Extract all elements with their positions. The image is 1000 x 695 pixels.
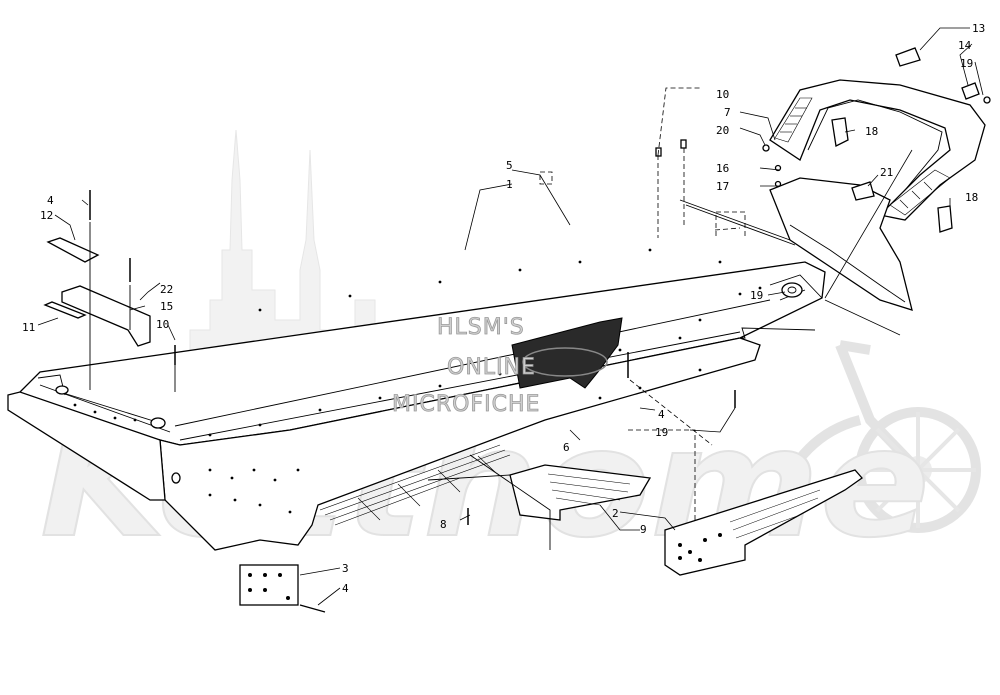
callout-19-mid: 19 [655, 426, 668, 439]
callout-22: 22 [160, 283, 173, 296]
leader-lines [37, 27, 984, 606]
callout-15: 15 [160, 300, 173, 313]
plate-12 [46, 237, 100, 263]
step-bracket-lines [427, 454, 551, 550]
decal-13 [895, 47, 921, 67]
watermark-badge [511, 317, 623, 389]
bolt-20 [762, 144, 770, 152]
rear-bumper-inner [807, 99, 943, 191]
rear-support-plate [664, 469, 863, 576]
clip-5 [539, 171, 553, 185]
step-assembly [427, 454, 652, 550]
step-grip [547, 473, 631, 506]
callout-17: 17 [716, 180, 729, 193]
callout-19-upper: 19 [960, 57, 973, 70]
support-plate-grip [729, 489, 821, 539]
rear-bumper-frame [769, 79, 986, 221]
rivet-holes [73, 248, 762, 514]
callout-1: 1 [506, 178, 513, 191]
tunnel-ridge [59, 299, 771, 427]
callout-6: 6 [563, 441, 570, 454]
callout-11: 11 [22, 321, 35, 334]
rear-flap-fold [789, 224, 906, 303]
callout-18-upper: 18 [865, 125, 878, 138]
callout-10-front: 10 [156, 318, 169, 331]
bushing-19 [781, 282, 803, 298]
support-plate-2 [664, 469, 863, 576]
callout-3: 3 [342, 562, 349, 575]
tunnel-side-panel [159, 337, 761, 551]
bracket-18-lower [937, 205, 953, 233]
callout-12: 12 [40, 209, 53, 222]
callout-13: 13 [972, 22, 985, 35]
wheel-spokes [860, 412, 976, 528]
bushing-19-inner [787, 286, 797, 294]
tunnel-front-flap [7, 391, 166, 501]
callout-9: 9 [640, 523, 647, 536]
watermark-line-3: MICROFICHE [392, 392, 540, 417]
support-plate-holes [678, 533, 722, 562]
watermark-line-2: ONLINE [447, 355, 536, 380]
callout-4-mid: 4 [658, 408, 665, 421]
front-boss [150, 417, 166, 429]
callout-18-lower: 18 [965, 191, 978, 204]
callouts: 1 2 3 4 4 4 5 6 7 8 9 10 10 11 12 13 14 … [22, 22, 985, 595]
callout-7: 7 [724, 106, 731, 119]
plate-14 [961, 82, 980, 100]
bolt-16 [774, 164, 782, 172]
callout-21: 21 [880, 166, 893, 179]
side-grip-pattern [319, 444, 511, 526]
bracket-21 [851, 181, 875, 201]
bracket-15 [61, 285, 151, 347]
callout-5: 5 [506, 159, 513, 172]
callout-19-bushing: 19 [750, 289, 763, 302]
callout-20: 20 [716, 124, 729, 137]
callout-4-front: 4 [47, 194, 54, 207]
callout-2: 2 [612, 507, 619, 520]
callout-14: 14 [958, 39, 972, 52]
callout-16: 16 [716, 162, 729, 175]
screw-4-plate [299, 604, 326, 613]
plate-bracket [239, 564, 326, 613]
front-boss-2 [55, 385, 69, 395]
watermark-line-1: HLSM'S [437, 315, 525, 340]
bracket-18-upper [831, 117, 849, 147]
plate-bracket-holes [248, 573, 290, 600]
callout-4-plate: 4 [342, 582, 349, 595]
side-boss [171, 472, 181, 484]
watermark-overlay: HLSM'S ONLINE MICROFICHE [392, 315, 623, 417]
front-hardware-centerline [89, 222, 176, 392]
bolt-19-upper [983, 96, 991, 104]
clip-10b [680, 139, 687, 149]
callout-8: 8 [440, 518, 447, 531]
rear-rail [679, 199, 796, 246]
shim-11 [43, 301, 87, 319]
bolt-17 [774, 180, 782, 188]
tunnel-assembly [7, 248, 826, 551]
bumper-grip-pads [774, 97, 951, 216]
front-hardware [43, 190, 176, 392]
watermark-badge-highlight [522, 347, 608, 377]
callout-10-rear: 10 [716, 88, 729, 101]
